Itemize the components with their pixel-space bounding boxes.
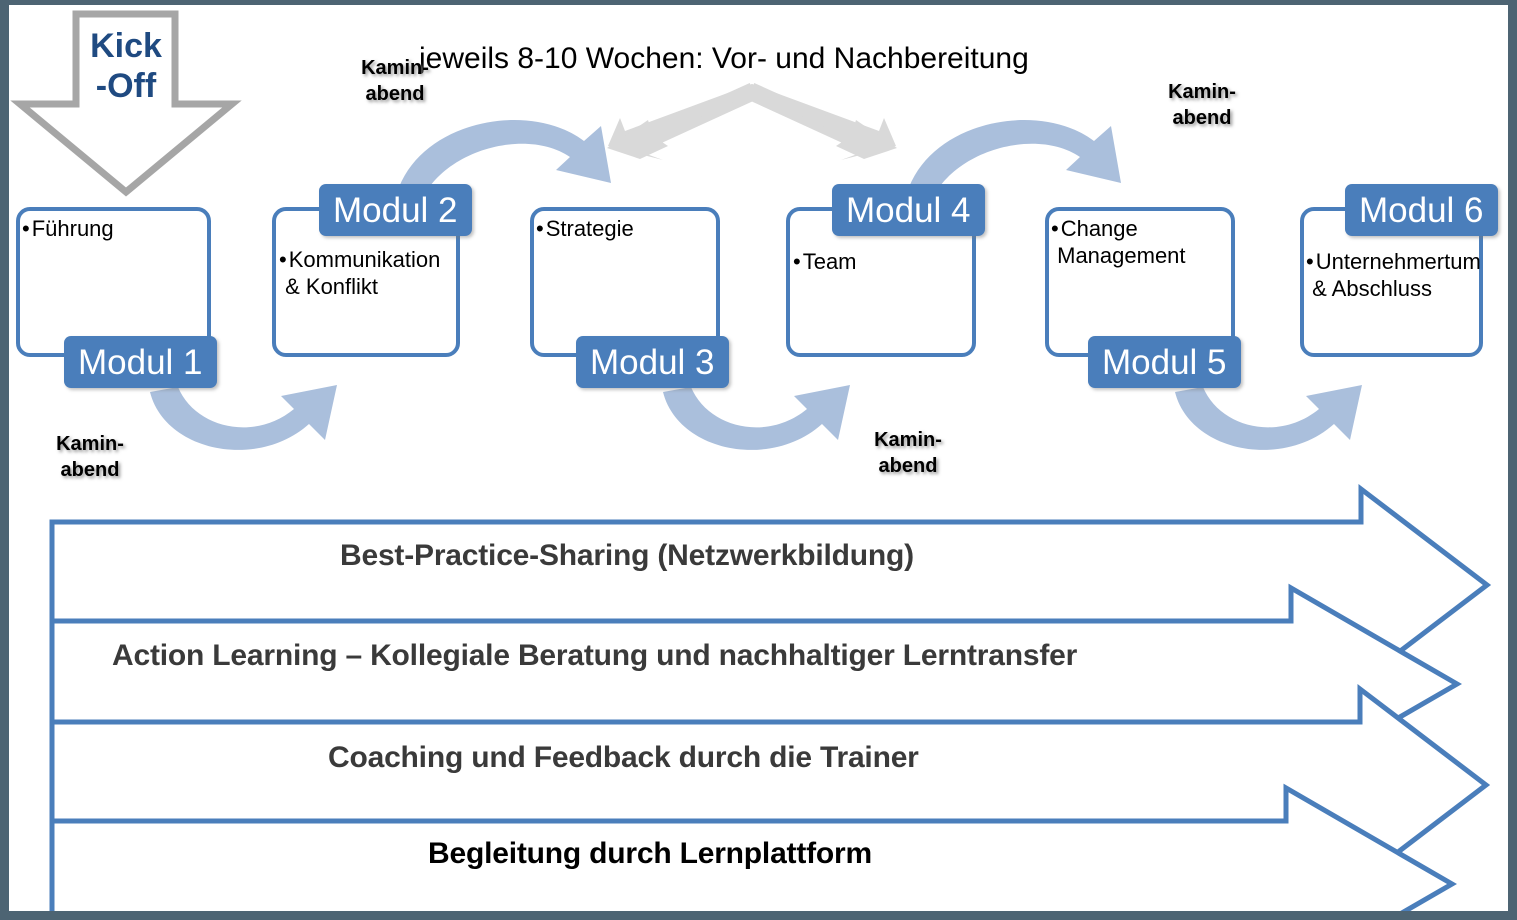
- curve-arrow-m5-m6-icon: [1175, 385, 1362, 450]
- module-bullet-5: Change Management: [1051, 216, 1185, 270]
- module-label-3[interactable]: Modul 3: [576, 336, 729, 388]
- banner-label-3: Coaching und Feedback durch die Trainer: [328, 741, 919, 774]
- module-label-6[interactable]: Modul 6: [1345, 184, 1498, 236]
- kamin-abend-label-1: Kamin- abend: [56, 433, 124, 481]
- duration-caption: jeweils 8-10 Wochen: Vor- und Nachbereit…: [419, 42, 1029, 75]
- kickoff-label: Kick -Off: [78, 26, 174, 106]
- kickoff-arrow-icon: [10, 10, 242, 197]
- curve-arrow-m1-m2-icon: [150, 385, 337, 450]
- kamin-abend-label-2: Kamin- abend: [361, 57, 429, 105]
- module-label-1[interactable]: Modul 1: [64, 336, 217, 388]
- module-bullet-6: Unternehmertum & Abschluss: [1306, 249, 1481, 303]
- kickoff-line-2: -Off: [95, 67, 157, 106]
- curve-arrow-m2-m3-icon: [397, 120, 611, 203]
- module-bullet-2: Kommunikation & Konflikt: [279, 247, 440, 301]
- curve-arrow-m4-m5-icon: [907, 120, 1121, 203]
- module-bullet-1: Führung: [22, 216, 114, 243]
- module-label-5[interactable]: Modul 5: [1088, 336, 1241, 388]
- curved-arrows-lower: [150, 385, 1362, 450]
- duration-arrowhead-left-icon: [607, 120, 668, 159]
- curved-arrows-upper: [397, 120, 1121, 203]
- module-label-2[interactable]: Modul 2: [319, 184, 472, 236]
- module-label-4[interactable]: Modul 4: [832, 184, 985, 236]
- banner-arrows: [49, 483, 1492, 920]
- banner-label-1: Best-Practice-Sharing (Netzwerkbildung): [340, 539, 914, 572]
- module-bullet-4: Team: [793, 249, 857, 276]
- kamin-abend-label-3: Kamin- abend: [874, 429, 942, 477]
- banner-label-4: Begleitung durch Lernplattform: [428, 837, 873, 870]
- banner-label-2: Action Learning – Kollegiale Beratung un…: [112, 639, 1078, 672]
- duration-arrowhead-right-icon: [836, 120, 897, 159]
- kickoff-line-1: Kick: [90, 27, 162, 65]
- kamin-abend-label-4: Kamin- abend: [1168, 81, 1236, 129]
- banner-arrow-4: [49, 783, 1457, 920]
- curve-arrow-m3-m4-icon: [663, 385, 850, 450]
- module-bullet-3: Strategie: [536, 216, 634, 243]
